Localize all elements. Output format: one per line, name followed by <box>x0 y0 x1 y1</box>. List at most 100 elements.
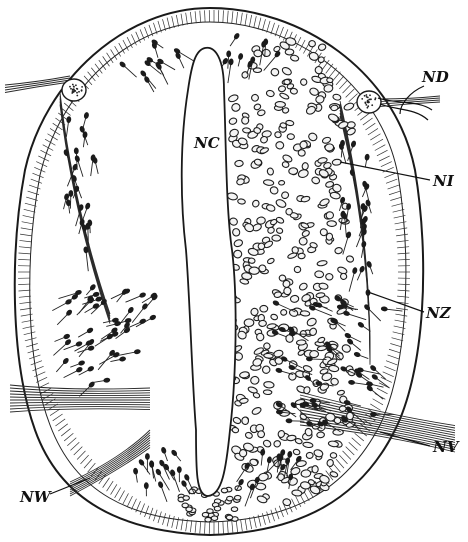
hatch-stroke <box>88 72 96 81</box>
neuron-nucleus <box>119 356 127 362</box>
hatch-stroke <box>45 139 55 145</box>
cell-nucleus <box>290 295 299 303</box>
hatch-stroke <box>395 222 407 224</box>
hatch-stroke <box>61 429 70 437</box>
stipple-dot <box>81 86 83 88</box>
stipple-dot <box>367 97 369 99</box>
cell-nucleus <box>290 54 299 61</box>
cell-nucleus <box>245 431 254 439</box>
hatch-stroke <box>368 128 378 135</box>
hatch-stroke <box>123 40 129 51</box>
hatch-stroke <box>262 19 265 31</box>
leader-nz <box>368 292 424 312</box>
hatch-stroke <box>292 499 297 510</box>
stipple-dot <box>73 86 75 88</box>
cell-nucleus <box>278 180 284 185</box>
cell-nucleus <box>211 516 217 521</box>
stipple-dot <box>361 98 363 100</box>
nerve-fiber <box>340 113 370 362</box>
neuron-nucleus <box>143 75 150 83</box>
neuron-nucleus <box>83 112 89 120</box>
hatch-stroke <box>172 516 175 528</box>
hatch-stroke <box>389 349 400 353</box>
cell-nucleus <box>251 94 259 102</box>
hatch-stroke <box>200 11 201 23</box>
neuron-nucleus <box>353 351 361 358</box>
cell-nucleus <box>231 507 237 512</box>
hatch-stroke <box>18 259 30 260</box>
hatch-stroke <box>95 64 102 74</box>
hatch-stroke <box>388 185 399 189</box>
hatch-stroke <box>23 215 35 218</box>
cell-nucleus <box>276 227 284 234</box>
cell-nucleus <box>326 77 333 83</box>
stipple-dot <box>367 105 369 107</box>
hatch-stroke <box>236 12 237 24</box>
cell-nucleus <box>253 103 261 111</box>
hatch-stroke <box>176 15 178 27</box>
cell-nucleus <box>257 430 265 438</box>
hatch-stroke <box>389 191 400 195</box>
hatch-stroke <box>91 68 99 77</box>
cell-nucleus <box>312 466 318 473</box>
cell-nucleus <box>325 273 333 280</box>
hatch-stroke <box>241 519 243 531</box>
neuron-nucleus <box>157 481 164 489</box>
hatch-stroke <box>77 451 85 460</box>
hatch-stroke <box>48 134 58 140</box>
cell-nucleus <box>339 406 346 412</box>
hatch-stroke <box>55 419 65 426</box>
hatch-stroke <box>19 253 31 254</box>
hatch-stroke <box>186 519 188 531</box>
neuron-nucleus <box>124 317 132 323</box>
label-nz: NZ <box>425 304 452 322</box>
hatch-stroke <box>326 64 333 74</box>
cell-nucleus <box>316 292 325 298</box>
cell-nucleus <box>298 282 308 291</box>
hatch-stroke <box>84 459 92 468</box>
hatch-stroke <box>123 493 129 504</box>
cell-nucleus <box>328 365 339 372</box>
neuron-nucleus <box>74 155 81 163</box>
cell-nucleus <box>273 440 282 448</box>
cell-nucleus <box>270 68 279 77</box>
stipple-dot <box>77 88 79 90</box>
hatch-stroke <box>249 517 251 529</box>
neuron-nucleus <box>357 321 365 329</box>
cell-nucleus <box>297 169 309 179</box>
hatch-stroke <box>397 240 409 241</box>
stipple-dot <box>81 89 83 91</box>
hatch-stroke <box>111 484 117 494</box>
cell-nucleus <box>254 50 263 58</box>
hatch-stroke <box>349 94 358 102</box>
cell-nucleus <box>260 305 268 312</box>
cell-nucleus <box>330 452 337 458</box>
neuron-nucleus <box>366 381 374 387</box>
hatch-stroke <box>53 123 63 130</box>
cell-nucleus <box>330 105 338 111</box>
hatch-stroke <box>186 13 188 25</box>
hatch-stroke <box>384 173 395 178</box>
stipple-dot <box>368 101 370 103</box>
cell-nucleus <box>281 309 287 315</box>
neuron-nucleus <box>348 380 355 386</box>
hatch-stroke <box>346 89 355 97</box>
neuron-nucleus <box>144 482 149 489</box>
label-nd: ND <box>421 68 449 86</box>
stipple-dot <box>72 84 74 86</box>
cell-nucleus <box>257 109 266 116</box>
cell-nucleus <box>226 515 232 520</box>
hatch-stroke <box>346 447 355 455</box>
hatch-stroke <box>245 518 247 530</box>
hatch-stroke <box>392 338 404 341</box>
cell-nucleus <box>232 427 239 433</box>
neuron-nucleus <box>134 349 142 355</box>
hatch-stroke <box>339 455 347 464</box>
neuron-nucleus <box>63 333 71 340</box>
neuron-nucleus <box>66 116 72 123</box>
cell-nucleus <box>300 310 310 316</box>
hatch-stroke <box>241 13 243 25</box>
stipple-dot <box>369 99 371 101</box>
cell-nucleus <box>279 92 290 100</box>
